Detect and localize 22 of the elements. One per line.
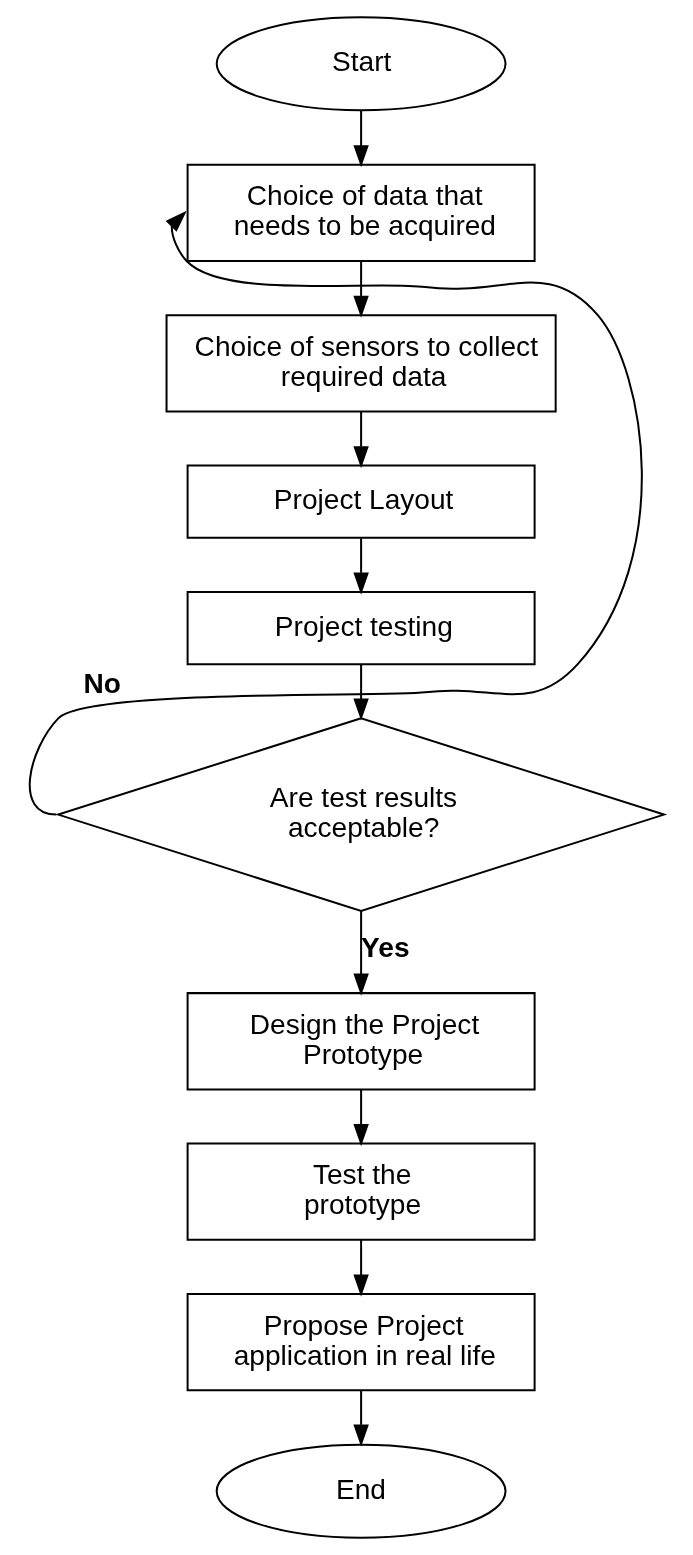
arrow <box>28 210 643 816</box>
node-ellipse: End <box>215 1443 507 1539</box>
node-box: Project Layout <box>186 464 536 539</box>
arrow <box>353 1390 369 1447</box>
edge-label: Yes <box>361 932 410 964</box>
edge-label: No <box>83 667 122 699</box>
node-box: Design the Project Prototype <box>186 992 536 1091</box>
node-diamond: Are test results acceptable? <box>54 717 668 912</box>
arrow <box>353 411 369 469</box>
node-ellipse: Start <box>215 16 507 112</box>
node-box: Choice of data that needs to be acquired <box>186 163 536 262</box>
arrow <box>353 664 369 721</box>
arrow <box>353 1240 369 1297</box>
node-box: Choice of sensors to collect required data <box>165 314 557 413</box>
arrow <box>353 911 369 996</box>
node-box: Test the prototype <box>186 1142 536 1241</box>
arrow <box>353 1089 369 1147</box>
arrow <box>353 538 369 595</box>
arrow <box>353 261 369 318</box>
node-box: Propose Project application in real life <box>186 1293 536 1392</box>
arrow <box>353 110 369 168</box>
node-box: Project testing <box>186 590 536 666</box>
